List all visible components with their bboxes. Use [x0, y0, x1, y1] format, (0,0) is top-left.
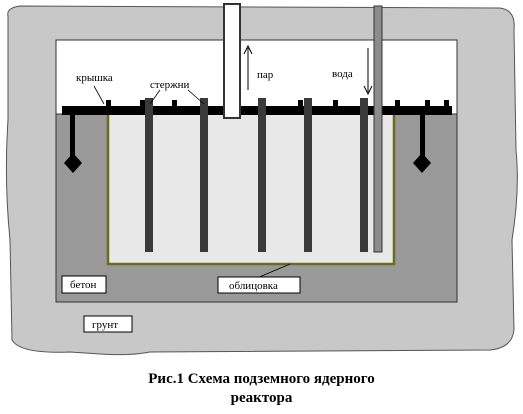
left-anchor	[64, 114, 82, 173]
upper-chamber	[55, 39, 458, 117]
rods-label: стержни	[150, 79, 190, 91]
lining-outline	[106, 114, 396, 266]
lid-bar	[62, 106, 452, 115]
lid-label: крышка	[76, 72, 113, 84]
concrete-label: бетон	[70, 279, 96, 291]
water-arrow	[363, 48, 373, 96]
concrete-label-box: бетон	[61, 275, 107, 294]
lining-label-box: облицовка	[217, 276, 301, 294]
figure-caption-line1: Рис.1 Схема подземного ядерного	[148, 371, 375, 387]
rod	[258, 98, 266, 252]
soil-label: грунт	[92, 319, 118, 331]
steam-pipe	[223, 3, 241, 119]
vessel-interior	[108, 114, 394, 264]
water-label: вода	[332, 68, 353, 80]
soil-label-box: грунт	[83, 315, 133, 333]
lining-label: облицовка	[229, 280, 278, 292]
control-rods	[145, 98, 368, 252]
leader-lines	[93, 85, 291, 279]
water-pipe	[373, 5, 383, 253]
rod	[145, 98, 153, 252]
right-anchor	[413, 114, 431, 173]
figure-caption-line2: реактора	[230, 390, 293, 406]
rod	[304, 98, 312, 252]
steam-arrow	[243, 44, 253, 90]
steam-label: пар	[257, 69, 274, 81]
rod	[200, 98, 208, 252]
rod	[360, 98, 368, 252]
